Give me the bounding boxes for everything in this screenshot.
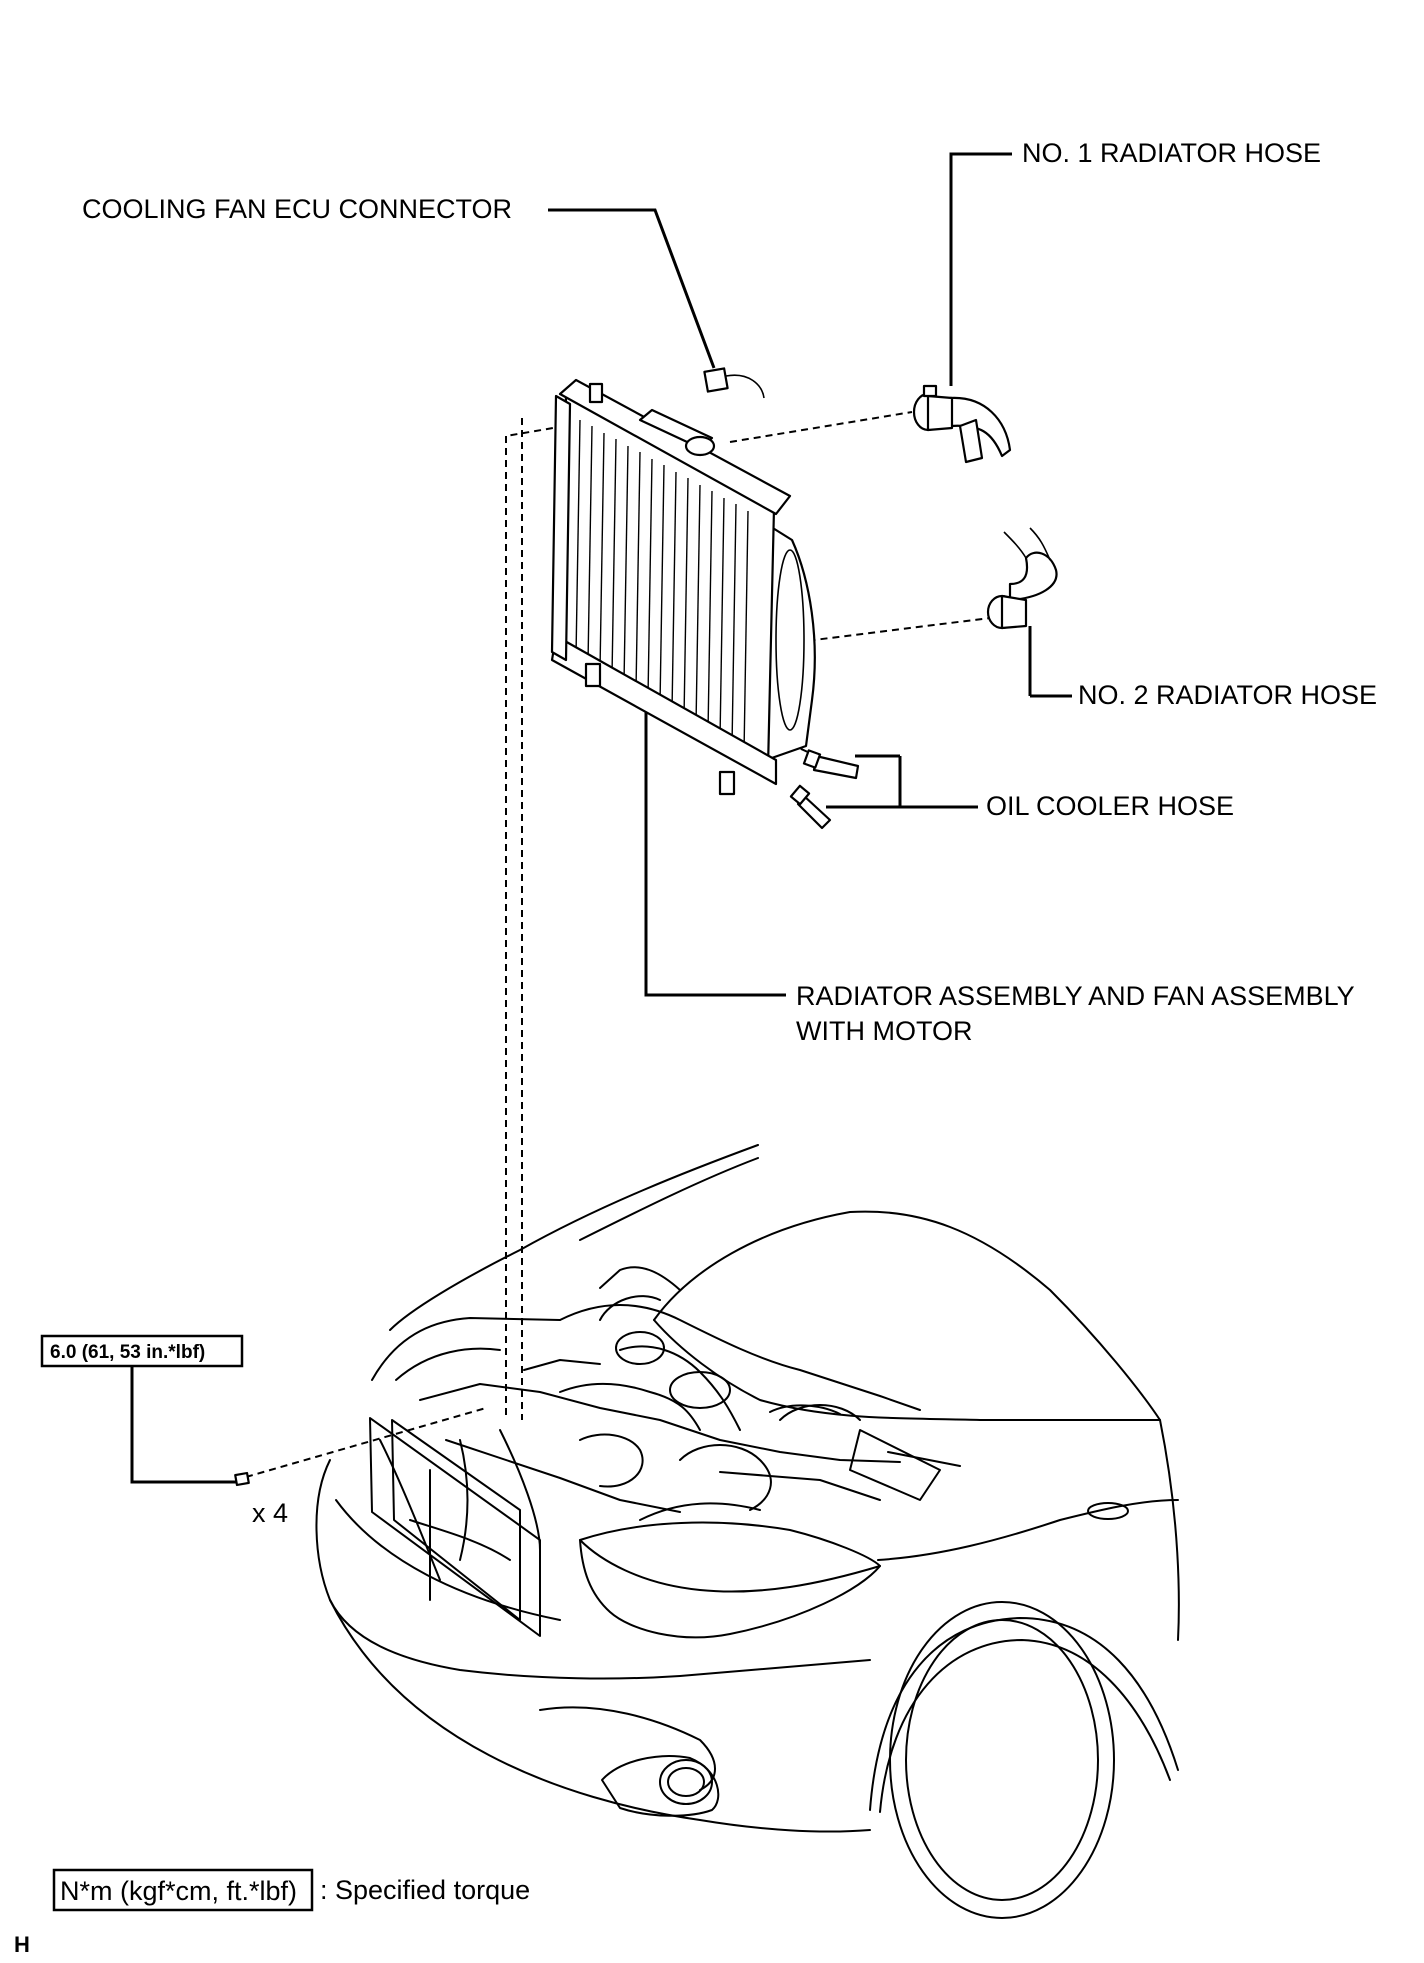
upper-radiator-hose-icon	[912, 384, 1012, 464]
legend-box-text: N*m (kgf*cm, ft.*lbf)	[60, 1876, 297, 1906]
bolt-quantity: x 4	[252, 1498, 288, 1528]
specified-torque-legend: N*m (kgf*cm, ft.*lbf) : Specified torque	[52, 1868, 530, 1912]
radiator-core-fins	[575, 419, 749, 754]
torque-value: 6.0 (61, 53 in.*lbf)	[50, 1342, 205, 1363]
corner-mark: H	[14, 1932, 30, 1957]
legend-description: : Specified torque	[320, 1875, 530, 1905]
torque-callout: 6.0 (61, 53 in.*lbf)	[40, 1334, 244, 1368]
connector-icon	[703, 367, 765, 399]
label-no1-radiator-hose: NO. 1 RADIATOR HOSE	[1022, 138, 1321, 168]
label-cooling-fan-ecu-connector: COOLING FAN ECU CONNECTOR	[82, 194, 512, 224]
lower-radiator-hose-icon	[986, 527, 1058, 630]
label-oil-cooler-hose: OIL COOLER HOSE	[986, 791, 1234, 821]
bolt-icon	[234, 1471, 250, 1487]
label-no2-radiator-hose: NO. 2 RADIATOR HOSE	[1078, 680, 1377, 710]
label-radiator-assembly-line1: RADIATOR ASSEMBLY AND FAN ASSEMBLY	[796, 981, 1355, 1011]
radiator-assembly-icon	[550, 378, 816, 796]
vehicle-front-icon	[315, 1144, 1180, 1919]
label-radiator-assembly-line2: WITH MOTOR	[796, 1016, 972, 1046]
leader-lines	[130, 152, 1072, 1484]
oil-cooler-hose-icon	[789, 749, 860, 830]
